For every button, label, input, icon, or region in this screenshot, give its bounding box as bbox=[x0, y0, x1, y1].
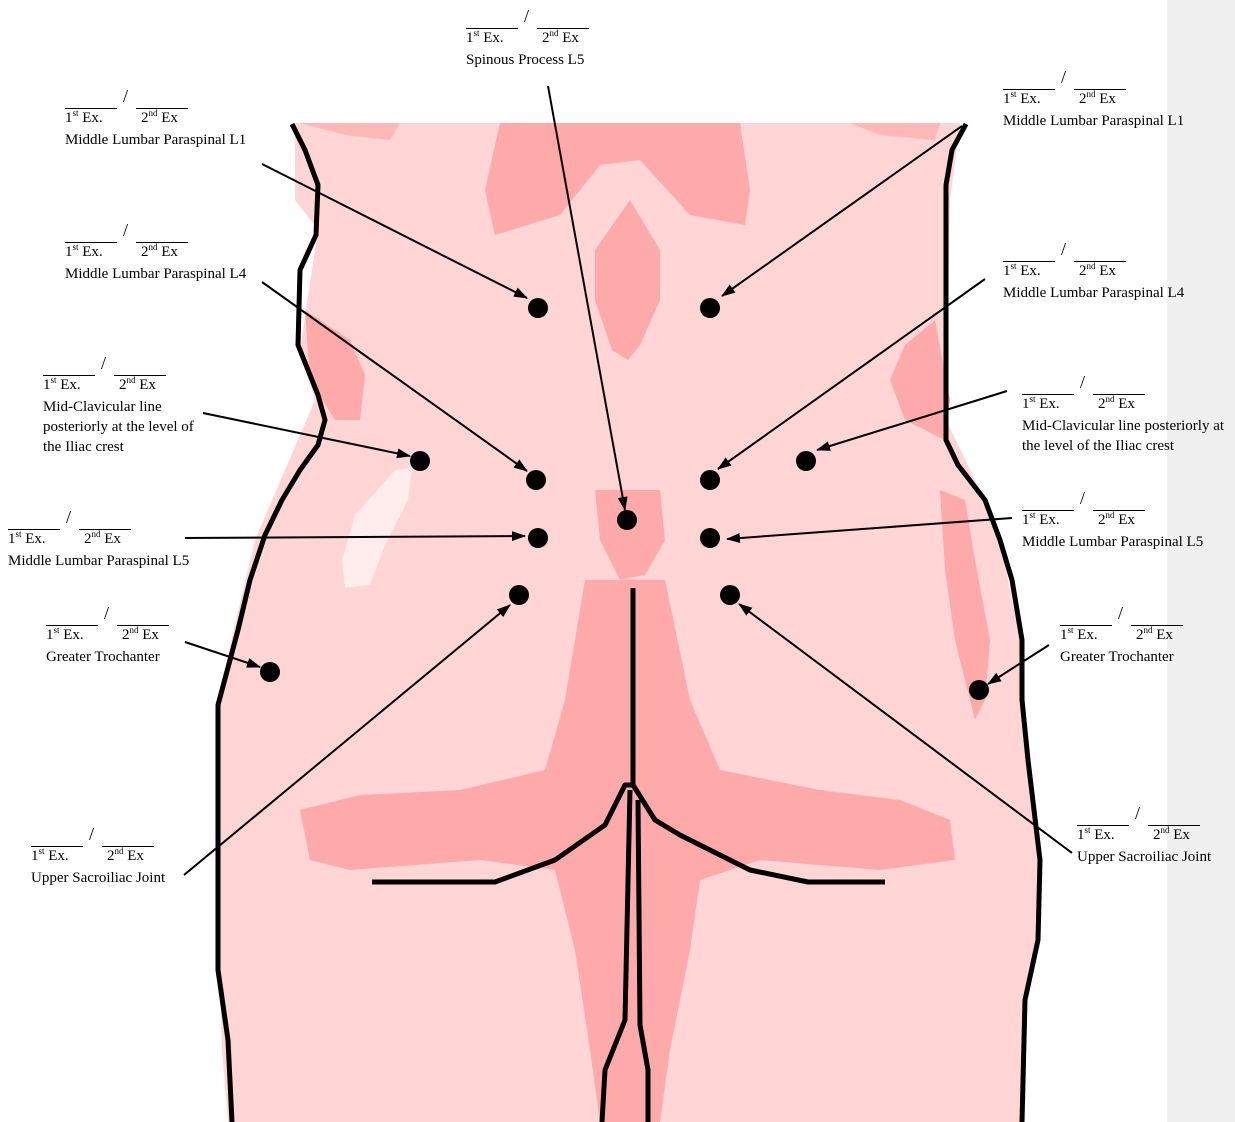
exam-fields: / 1st Ex. 2nd Ex bbox=[31, 826, 165, 868]
point-l1-left[interactable] bbox=[528, 298, 548, 318]
separator: / bbox=[89, 824, 94, 844]
exam-fields: / 1st Ex. 2nd Ex bbox=[466, 8, 584, 50]
second-exam-label: 2nd Ex bbox=[542, 28, 579, 48]
second-exam-label: 2nd Ex bbox=[1153, 825, 1190, 845]
second-exam-label: 2nd Ex bbox=[119, 375, 156, 395]
separator: / bbox=[66, 507, 71, 527]
label-l5-right: / 1st Ex. 2nd Ex Middle Lumbar Paraspina… bbox=[1022, 490, 1203, 552]
second-exam-label: 2nd Ex bbox=[141, 108, 178, 128]
label-l5-left: / 1st Ex. 2nd Ex Middle Lumbar Paraspina… bbox=[8, 509, 189, 571]
separator: / bbox=[123, 86, 128, 106]
separator: / bbox=[104, 603, 109, 623]
point-trochanter-right[interactable] bbox=[969, 680, 989, 700]
separator: / bbox=[123, 220, 128, 240]
point-si-left[interactable] bbox=[509, 585, 529, 605]
site-name: Middle Lumbar Paraspinal L1 bbox=[65, 130, 246, 150]
separator: / bbox=[1080, 372, 1085, 392]
site-name: Upper Sacroiliac Joint bbox=[1077, 847, 1211, 867]
first-exam-label: 1st Ex. bbox=[466, 28, 504, 48]
first-exam-label: 1st Ex. bbox=[43, 375, 81, 395]
label-l4-right: / 1st Ex. 2nd Ex Middle Lumbar Paraspina… bbox=[1003, 241, 1184, 303]
site-name: Mid-Clavicular line posteriorly at the l… bbox=[43, 397, 213, 457]
first-exam-label: 1st Ex. bbox=[1022, 394, 1060, 414]
second-exam-label: 2nd Ex bbox=[141, 242, 178, 262]
exam-fields: / 1st Ex. 2nd Ex bbox=[8, 509, 189, 551]
separator: / bbox=[1080, 488, 1085, 508]
second-exam-label: 2nd Ex bbox=[1079, 89, 1116, 109]
site-name: Middle Lumbar Paraspinal L4 bbox=[65, 264, 246, 284]
site-name: Middle Lumbar Paraspinal L5 bbox=[8, 551, 189, 571]
separator: / bbox=[1135, 803, 1140, 823]
site-name: Middle Lumbar Paraspinal L1 bbox=[1003, 111, 1184, 131]
first-exam-label: 1st Ex. bbox=[65, 242, 103, 262]
first-exam-label: 1st Ex. bbox=[46, 625, 84, 645]
site-name: Greater Trochanter bbox=[46, 647, 160, 667]
first-exam-label: 1st Ex. bbox=[65, 108, 103, 128]
site-name: Spinous Process L5 bbox=[466, 50, 584, 70]
label-si-left: / 1st Ex. 2nd Ex Upper Sacroiliac Joint bbox=[31, 826, 165, 888]
point-l4-left[interactable] bbox=[526, 470, 546, 490]
second-exam-label: 2nd Ex bbox=[1098, 394, 1135, 414]
separator: / bbox=[1118, 603, 1123, 623]
second-exam-label: 2nd Ex bbox=[122, 625, 159, 645]
exam-fields: / 1st Ex. 2nd Ex bbox=[1077, 805, 1211, 847]
second-exam-label: 2nd Ex bbox=[1136, 625, 1173, 645]
point-iliac-right[interactable] bbox=[796, 451, 816, 471]
exam-fields: / 1st Ex. 2nd Ex bbox=[65, 88, 246, 130]
site-name: Middle Lumbar Paraspinal L4 bbox=[1003, 283, 1184, 303]
second-exam-label: 2nd Ex bbox=[84, 529, 121, 549]
exam-fields: / 1st Ex. 2nd Ex bbox=[1003, 241, 1184, 283]
exam-fields: / 1st Ex. 2nd Ex bbox=[46, 605, 160, 647]
label-l4-left: / 1st Ex. 2nd Ex Middle Lumbar Paraspina… bbox=[65, 222, 246, 284]
second-exam-label: 2nd Ex bbox=[1098, 510, 1135, 530]
label-trochanter-left: / 1st Ex. 2nd Ex Greater Trochanter bbox=[46, 605, 160, 667]
exam-fields: / 1st Ex. 2nd Ex bbox=[1003, 69, 1184, 111]
first-exam-label: 1st Ex. bbox=[1003, 89, 1041, 109]
label-iliac-left: / 1st Ex. 2nd Ex Mid-Clavicular line pos… bbox=[43, 355, 213, 457]
point-iliac-left[interactable] bbox=[410, 451, 430, 471]
exam-fields: / 1st Ex. 2nd Ex bbox=[43, 355, 213, 397]
first-exam-label: 1st Ex. bbox=[1077, 825, 1115, 845]
first-exam-label: 1st Ex. bbox=[8, 529, 46, 549]
label-si-right: / 1st Ex. 2nd Ex Upper Sacroiliac Joint bbox=[1077, 805, 1211, 867]
first-exam-label: 1st Ex. bbox=[1060, 625, 1098, 645]
site-name: Middle Lumbar Paraspinal L5 bbox=[1022, 532, 1203, 552]
separator: / bbox=[1061, 67, 1066, 87]
exam-fields: / 1st Ex. 2nd Ex bbox=[1060, 605, 1174, 647]
first-exam-label: 1st Ex. bbox=[31, 846, 69, 866]
exam-fields: / 1st Ex. 2nd Ex bbox=[1022, 490, 1203, 532]
separator: / bbox=[524, 6, 529, 26]
exam-fields: / 1st Ex. 2nd Ex bbox=[1022, 374, 1227, 416]
point-l4-right[interactable] bbox=[700, 470, 720, 490]
point-spinous-l5[interactable] bbox=[617, 510, 637, 530]
point-l1-right[interactable] bbox=[700, 298, 720, 318]
second-exam-label: 2nd Ex bbox=[107, 846, 144, 866]
first-exam-label: 1st Ex. bbox=[1003, 261, 1041, 281]
label-spinous-l5: / 1st Ex. 2nd Ex Spinous Process L5 bbox=[466, 8, 584, 70]
label-iliac-right: / 1st Ex. 2nd Ex Mid-Clavicular line pos… bbox=[1022, 374, 1227, 456]
point-si-right[interactable] bbox=[720, 585, 740, 605]
site-name: Mid-Clavicular line posteriorly at the l… bbox=[1022, 416, 1227, 456]
second-exam-label: 2nd Ex bbox=[1079, 261, 1116, 281]
separator: / bbox=[1061, 239, 1066, 259]
exam-fields: / 1st Ex. 2nd Ex bbox=[65, 222, 246, 264]
point-l5-left[interactable] bbox=[528, 528, 548, 548]
first-exam-label: 1st Ex. bbox=[1022, 510, 1060, 530]
point-trochanter-left[interactable] bbox=[260, 662, 280, 682]
site-name: Upper Sacroiliac Joint bbox=[31, 868, 165, 888]
site-name: Greater Trochanter bbox=[1060, 647, 1174, 667]
point-l5-right[interactable] bbox=[700, 528, 720, 548]
separator: / bbox=[101, 353, 106, 373]
label-trochanter-right: / 1st Ex. 2nd Ex Greater Trochanter bbox=[1060, 605, 1174, 667]
label-l1-left: / 1st Ex. 2nd Ex Middle Lumbar Paraspina… bbox=[65, 88, 246, 150]
label-l1-right: / 1st Ex. 2nd Ex Middle Lumbar Paraspina… bbox=[1003, 69, 1184, 131]
